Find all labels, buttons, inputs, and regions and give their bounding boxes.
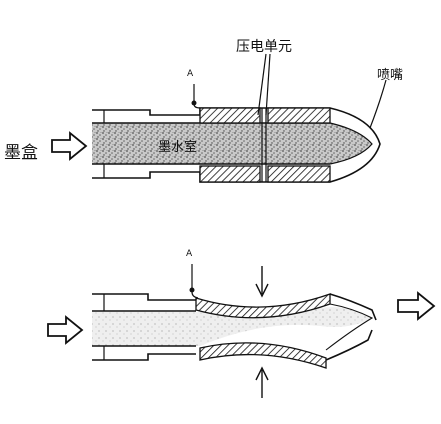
squeezed-ink-fill (92, 307, 372, 346)
piezo-lower-left (199, 165, 261, 183)
ink-chamber-label: 墨水室 (158, 140, 198, 155)
bottom-voltage-wire (191, 264, 199, 299)
bottom-voltage-terminal (189, 287, 195, 293)
ink-chamber-fill (92, 123, 372, 164)
bottom-nozzle-lower (325, 329, 373, 361)
bottom-printhead (47, 264, 436, 398)
press-down-arrow-icon (255, 266, 269, 298)
nozzle-leader (369, 79, 387, 129)
inflow-arrow-icon (47, 315, 84, 345)
nozzle-label: 喷嘴 (377, 68, 404, 83)
piezo-unit-label: 压电单元 (236, 39, 292, 55)
voltage-label-bottom: A (186, 249, 193, 259)
top-voltage-terminal (191, 100, 197, 106)
top-nozzle-tip (329, 107, 381, 183)
piezo-leader-left (257, 53, 267, 116)
ink-cartridge-label: 墨盒 (4, 143, 38, 163)
voltage-label-top: A (187, 69, 194, 79)
deformed-piezo-lower (199, 342, 327, 369)
top-printhead (51, 53, 387, 183)
piezo-upper-left (199, 107, 261, 124)
piezo-upper-right (267, 107, 331, 124)
bottom-nozzle-upper (329, 293, 377, 321)
bottom-tube-lower-wall (92, 353, 196, 361)
cartridge-arrow-icon (51, 131, 88, 161)
bottom-tube-upper-wall (92, 293, 196, 301)
piezo-lower-right (267, 165, 331, 183)
press-up-arrow-icon (255, 366, 269, 398)
outflow-arrow-icon (397, 291, 436, 321)
piezo-leader-right (265, 53, 271, 116)
